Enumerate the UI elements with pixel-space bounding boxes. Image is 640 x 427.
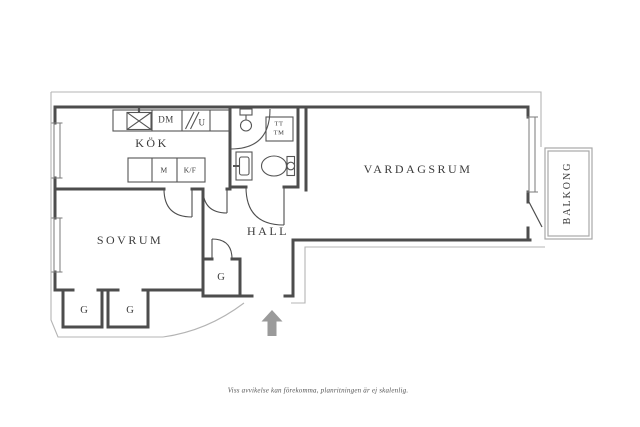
appliance-label-washer: TM [273, 129, 285, 137]
door-swings [163, 186, 285, 260]
room-label-living-room: VARDAGSRUM [363, 162, 473, 176]
disclaimer-caption: Viss avvikelse kan förekomma, planritnin… [227, 386, 409, 395]
appliance-label-oven: U [198, 117, 206, 128]
kitchen-door [202, 188, 228, 214]
bathroom-sink-icon [233, 151, 253, 181]
livingroom-window [526, 116, 538, 193]
room-label-hall: HALL [247, 224, 289, 238]
balcony-outline [544, 147, 593, 240]
bedroom-door [163, 188, 193, 218]
room-label-balcony: BALKONG [562, 161, 573, 225]
washer-dryer-box [265, 116, 294, 142]
closet-label-2: G [126, 304, 134, 316]
kitchen-counter [112, 107, 231, 183]
appliance-label-fridge-freezer: K/F [183, 165, 197, 175]
room-label-bedroom: SOVRUM [96, 233, 164, 247]
entrance-arrow-icon [261, 310, 283, 336]
closet-label-1: G [80, 304, 88, 316]
appliance-label-dryer: TT [274, 120, 284, 128]
appliance-label-micro: M [160, 165, 168, 175]
appliance-label-dishwasher: DM [158, 114, 174, 125]
windows [51, 116, 543, 273]
room-label-kitchen: KÖK [135, 136, 169, 150]
toilet-icon [260, 155, 296, 177]
stove-hatch [185, 111, 200, 130]
bedroom-window [51, 217, 63, 273]
hall-closet-door [211, 238, 233, 260]
balcony-door [528, 201, 543, 228]
sink-icon [126, 107, 152, 131]
kitchen-window [51, 122, 63, 179]
shower-icon [230, 108, 271, 150]
bathroom-fixtures [230, 108, 296, 181]
bathroom-door [245, 186, 285, 226]
building-outline [50, 91, 545, 338]
closet-label-3: G [217, 271, 225, 283]
